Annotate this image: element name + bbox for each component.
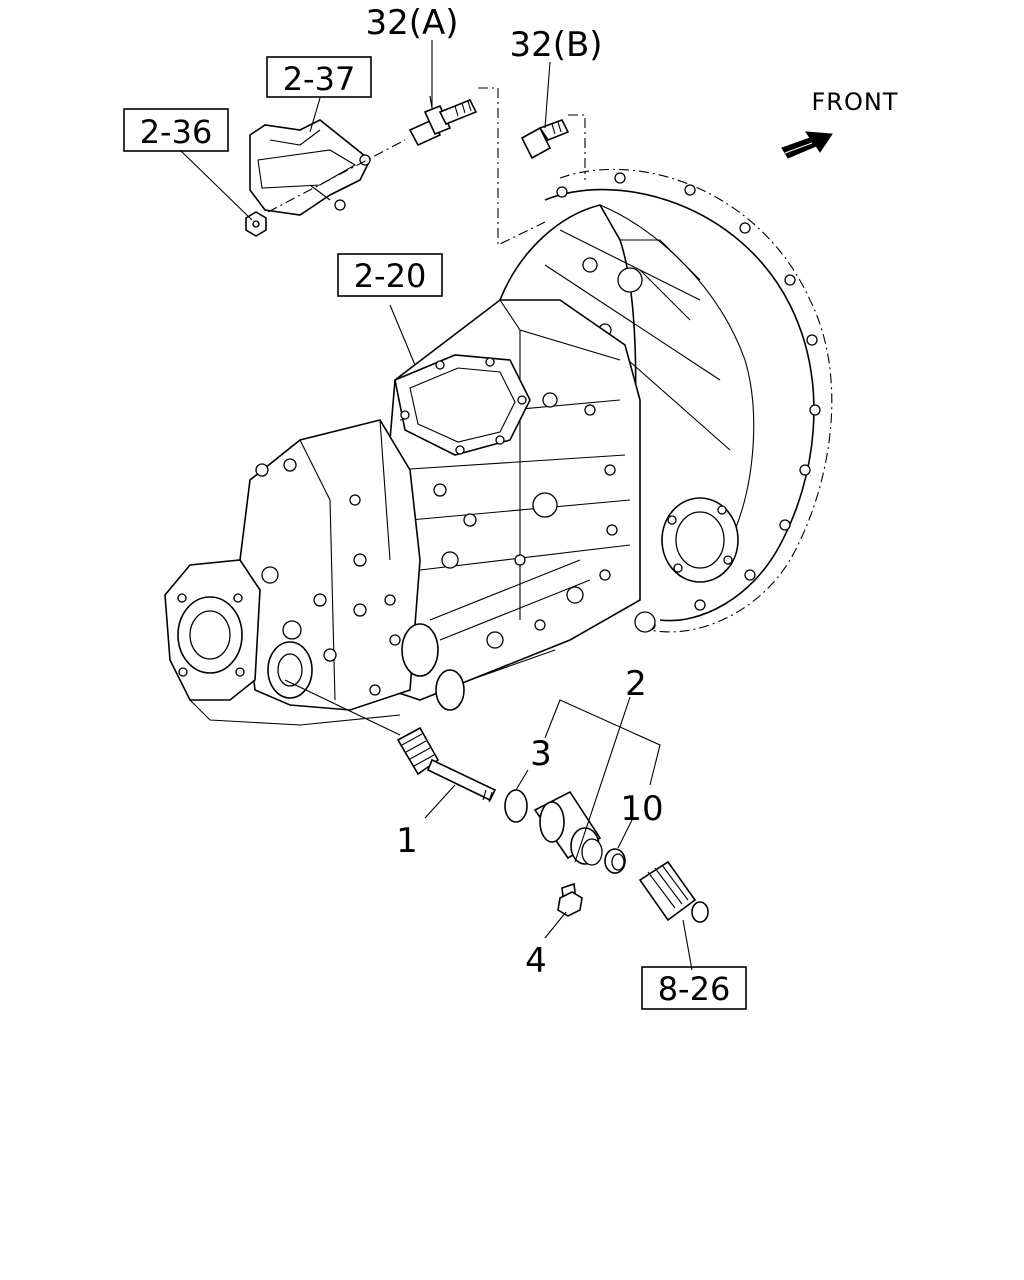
part-label-2: 2 [625,664,647,704]
driven-gear-part-1 [396,726,497,803]
part-label-1: 1 [396,821,418,861]
part-label-3: 3 [530,734,552,774]
leader-lines [179,40,693,971]
ref-label-2-36: 2-36 [140,113,213,151]
o-ring-part-3 [504,789,528,823]
ref-label-2-20: 2-20 [354,257,427,295]
nut-part [245,211,267,237]
ref-box-8-26 [641,966,747,1010]
speed-sensor-part [638,860,709,923]
bracket-assembly [249,119,372,216]
sleeve-part-2 [533,790,603,866]
part-label-10: 10 [620,789,663,829]
ref-label-2-37: 2-37 [283,60,356,98]
stud-bolt-32a [408,95,478,147]
ref-box-2-37 [266,56,372,98]
ref-label-8-26: 8-26 [658,970,731,1008]
front-label: FRONT [812,88,899,116]
bolt-32b [520,119,570,160]
top-cover [394,354,531,456]
bell-housing-port [661,497,739,583]
front-arrow-icon [781,131,833,159]
transmission-assembly [164,168,833,736]
part-label-32a: 32(A) [365,3,458,43]
ref-box-2-20 [337,253,443,297]
bolt-part-4 [557,882,583,917]
case-bolts [433,392,618,649]
ref-box-2-36 [123,108,229,152]
bell-flange-bolts [556,172,821,631]
part-label-4: 4 [525,941,547,981]
rear-case-bolts [255,458,401,696]
part-label-32b: 32(B) [509,25,602,65]
output-flange [164,559,261,701]
